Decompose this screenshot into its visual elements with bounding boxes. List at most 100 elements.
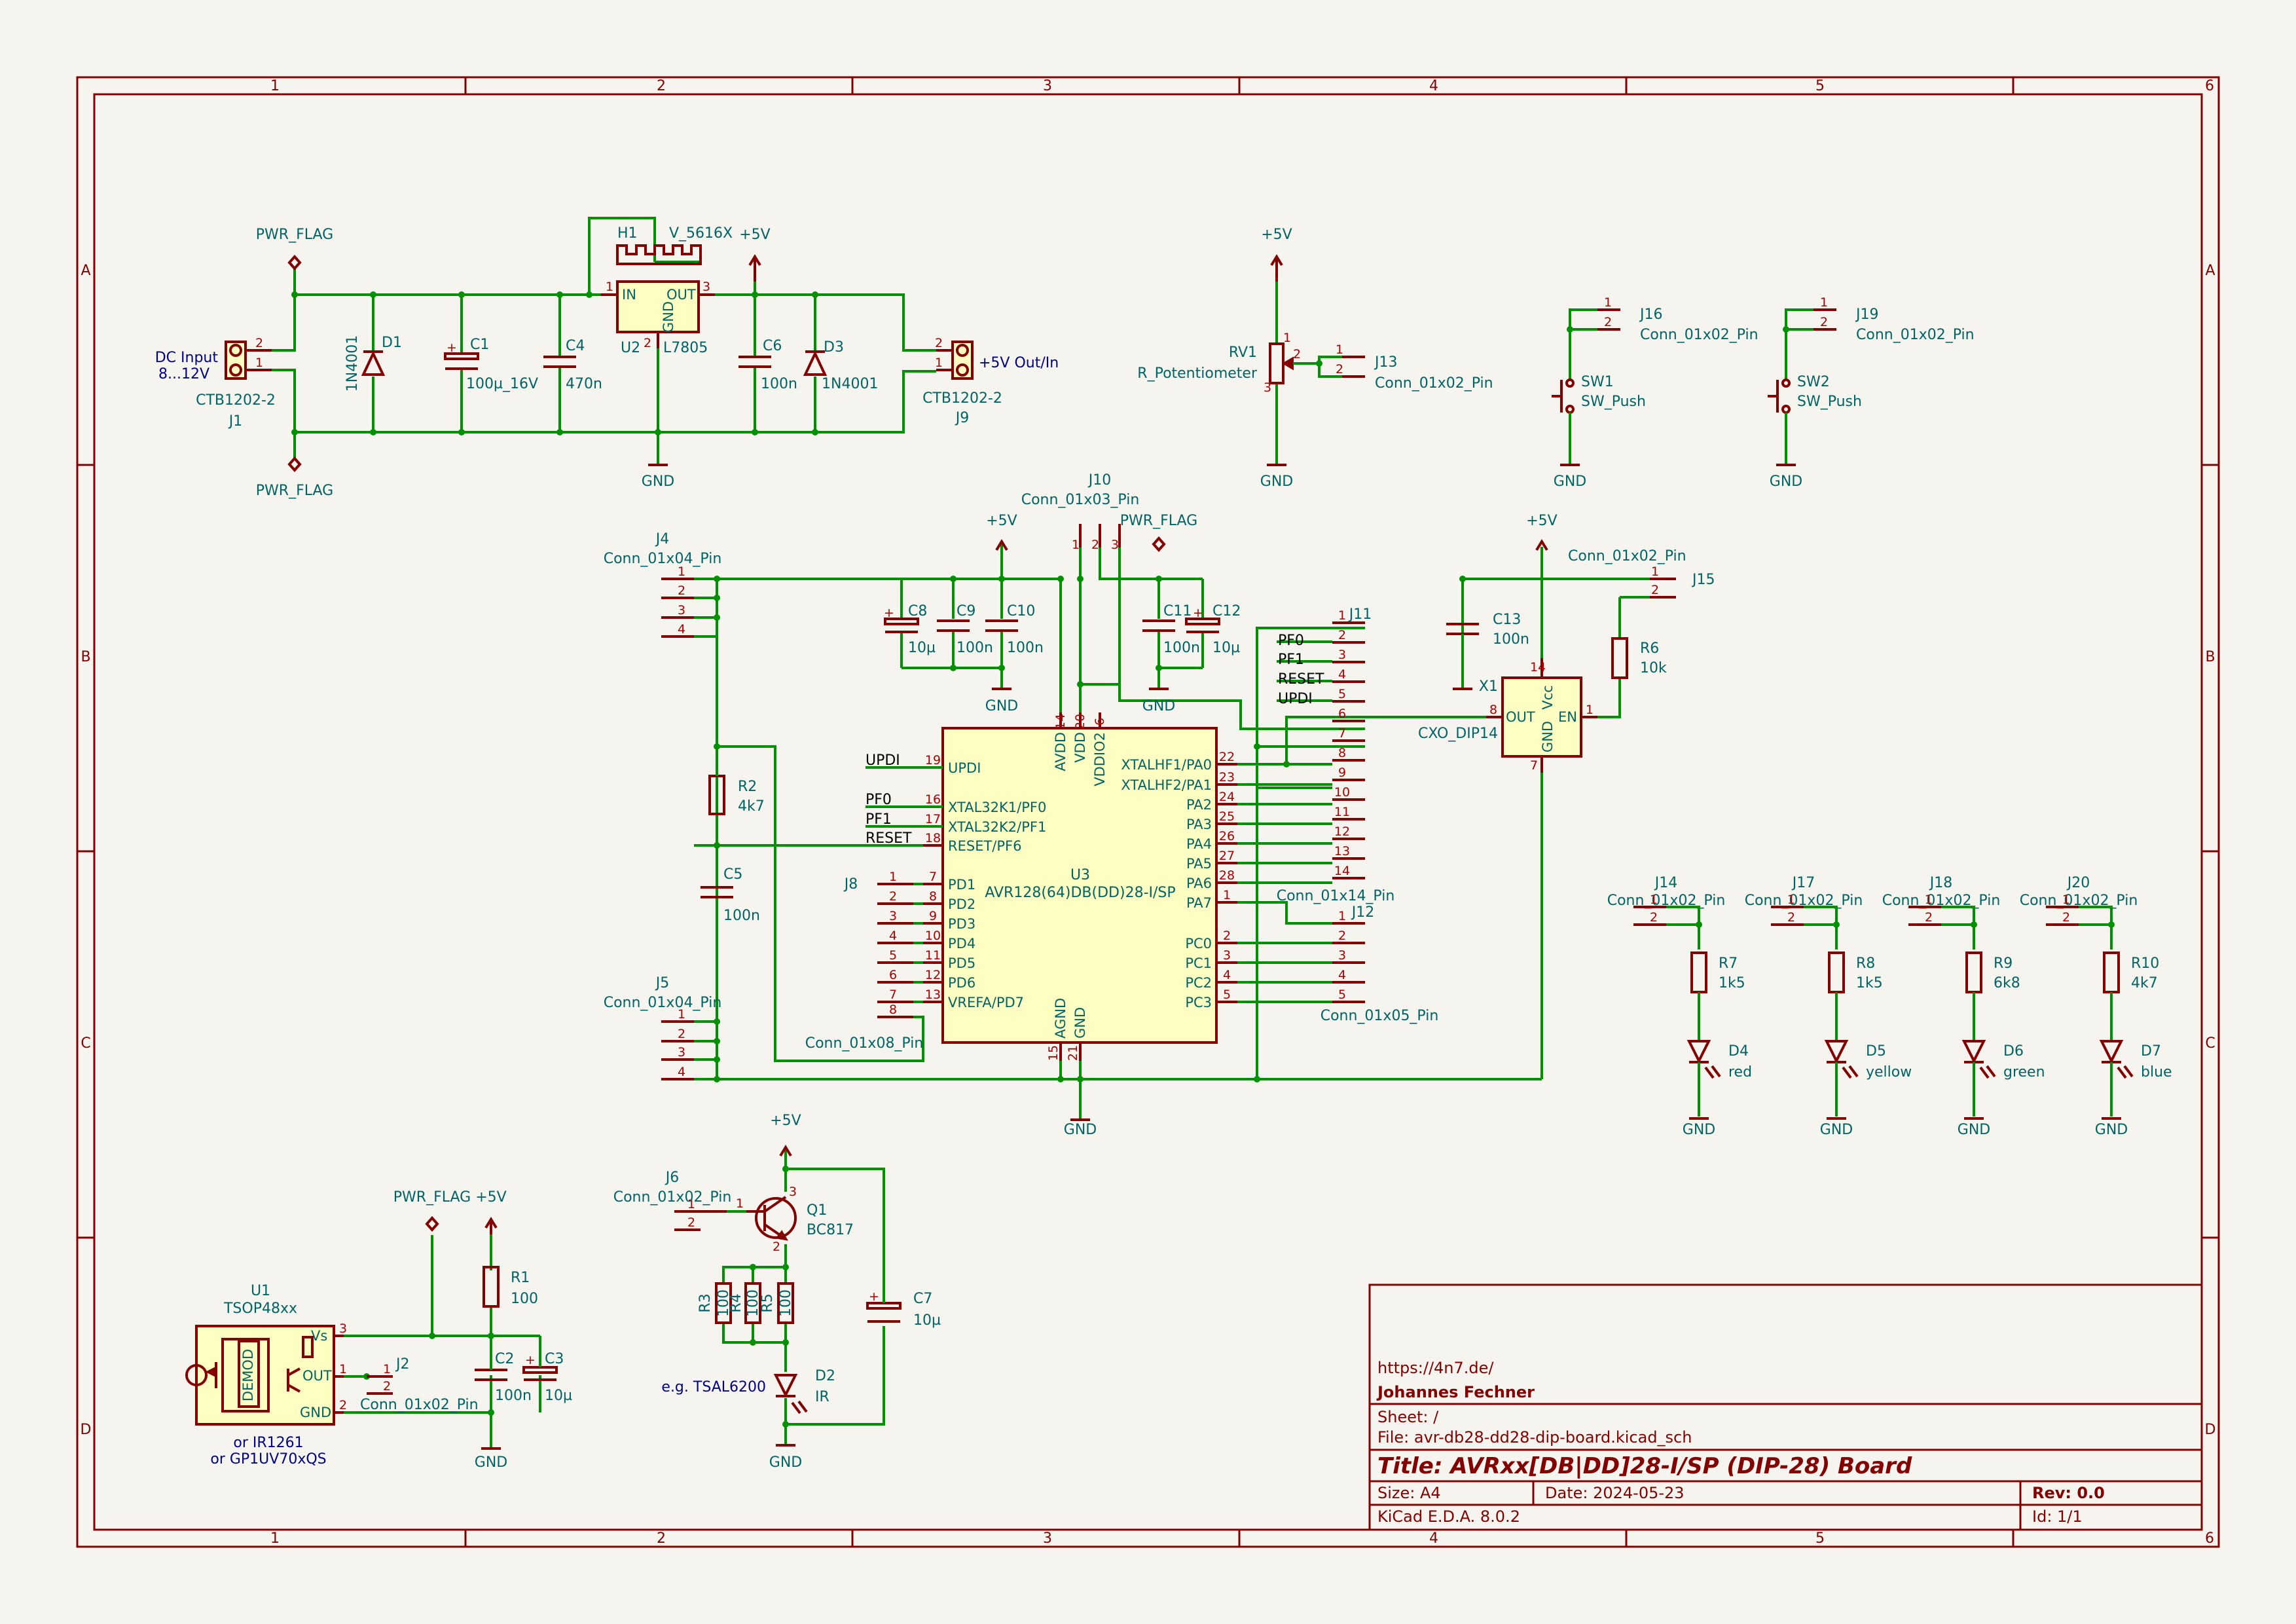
d3-diode: D3 1N4001 bbox=[803, 295, 878, 432]
j19-value: Conn_01x02_Pin bbox=[1856, 327, 1975, 343]
j5-ref: J5 bbox=[655, 975, 670, 991]
j11-net-updi: UPDI bbox=[1278, 691, 1313, 707]
j12-pin-number: 4 bbox=[1338, 968, 1346, 982]
pwr-flag-symbol: PWR_FLAG bbox=[393, 1189, 471, 1232]
svg-text:1: 1 bbox=[1336, 342, 1343, 357]
gnd-symbol: GND bbox=[1770, 464, 1802, 490]
d6-value: green bbox=[2003, 1064, 2045, 1080]
u3-pin-number: 16 bbox=[925, 792, 941, 807]
q1-ref: Q1 bbox=[807, 1202, 827, 1219]
r2-resistor: R2 4k7 bbox=[708, 747, 765, 815]
u3-pin-number: 15 bbox=[1046, 1045, 1061, 1061]
grid-col-4-bottom: 4 bbox=[1429, 1530, 1438, 1547]
j9-terminal-block: 21 +5V Out/In CTB1202-2 J9 bbox=[922, 336, 1059, 426]
j6-value: Conn_01x02_Pin bbox=[613, 1189, 732, 1206]
u3-pin-name: PA3 bbox=[1186, 817, 1212, 832]
u1-ir-receiver: DEMOD 312 Vs OUT GND U1 TSOP48xx or IR12… bbox=[185, 1283, 347, 1467]
gnd-label: GND bbox=[642, 473, 674, 490]
r10-value: 4k7 bbox=[2131, 975, 2158, 991]
r6-ref: R6 bbox=[1640, 640, 1659, 657]
svg-text:1: 1 bbox=[678, 564, 685, 579]
j5-header: 12 34 J5 Conn_01x04_Pin bbox=[604, 975, 721, 1080]
grid-col-2-top: 2 bbox=[657, 78, 666, 94]
svg-text:2: 2 bbox=[1336, 362, 1343, 377]
u3-pin-number: 6 bbox=[1093, 718, 1107, 726]
dc-range-note: 8...12V bbox=[158, 366, 210, 382]
u1-value: TSOP48xx bbox=[223, 1301, 297, 1317]
u3-pin-name: PC2 bbox=[1185, 975, 1212, 991]
j8-pin-number: 4 bbox=[889, 929, 897, 943]
gnd-label: GND bbox=[1820, 1122, 1853, 1138]
j11-pin-number: 9 bbox=[1338, 766, 1346, 780]
ir-receiver-section: PWR_FLAG +5V R1 100 C2 100n + C3 1 bbox=[185, 1189, 572, 1471]
u3-pin-name: VDD bbox=[1072, 732, 1088, 763]
j13-value: Conn_01x02_Pin bbox=[1375, 375, 1493, 392]
j15-header: 12 J15 Conn_01x02_Pin bbox=[1568, 548, 1715, 599]
grid-col-2-bottom: 2 bbox=[657, 1530, 666, 1547]
svg-text:3: 3 bbox=[789, 1185, 797, 1199]
out-label-note: +5V Out/In bbox=[979, 355, 1059, 371]
u1-pin-vs: Vs bbox=[311, 1328, 327, 1344]
x1-pin-out: OUT bbox=[1506, 709, 1535, 725]
j11-pin-number: 10 bbox=[1334, 785, 1350, 800]
r1-ref: R1 bbox=[511, 1270, 530, 1286]
c8-capacitor: + C8 10µ bbox=[884, 603, 936, 656]
x1-ref: X1 bbox=[1479, 678, 1498, 695]
sw2-value: SW_Push bbox=[1797, 394, 1862, 410]
sw1-ref: SW1 bbox=[1581, 374, 1614, 390]
u3-pin-name: AGND bbox=[1053, 998, 1068, 1039]
gnd-symbol: GND bbox=[985, 688, 1018, 714]
j11-pin-number: 14 bbox=[1334, 864, 1350, 878]
j11-pin-number: 6 bbox=[1338, 707, 1346, 721]
net-label-pf0: PF0 bbox=[866, 792, 892, 808]
u3-pin-number: 2 bbox=[1223, 929, 1231, 943]
title-block-tool: KiCad E.D.A. 8.0.2 bbox=[1377, 1507, 1520, 1526]
j6-header: 12 J6 Conn_01x02_Pin bbox=[613, 1170, 732, 1231]
j10-value: Conn_01x03_Pin bbox=[1021, 492, 1140, 508]
r6-value: 10k bbox=[1640, 660, 1667, 676]
c11-capacitor: C11 100n bbox=[1142, 603, 1200, 656]
svg-text:+: + bbox=[525, 1353, 536, 1367]
svg-text:8: 8 bbox=[1489, 703, 1497, 717]
c10-value: 100n bbox=[1007, 640, 1044, 656]
u3-pin-name: PC3 bbox=[1185, 995, 1212, 1010]
pin-number: 1 bbox=[1925, 893, 1933, 907]
svg-text:2: 2 bbox=[678, 583, 685, 598]
gnd-label: GND bbox=[985, 698, 1018, 714]
svg-text:+: + bbox=[869, 1289, 879, 1304]
gnd-label: GND bbox=[1958, 1122, 1990, 1138]
potentiometer-section: +5V 123 RV1 R_Potentiometer 12 J13 Conn_… bbox=[1137, 227, 1493, 490]
c6-ref: C6 bbox=[763, 338, 782, 354]
r7-ref: R7 bbox=[1719, 955, 1738, 972]
u3-pin-number: 23 bbox=[1219, 770, 1235, 784]
svg-text:1: 1 bbox=[339, 1362, 347, 1376]
gnd-label: GND bbox=[1770, 473, 1802, 490]
gnd-symbol: GND bbox=[475, 1447, 507, 1471]
c6-value: 100n bbox=[761, 376, 797, 392]
sheet-frame: 1 2 3 4 5 6 1 2 3 4 5 6 A B C D A B C D bbox=[76, 76, 2220, 1548]
r6-resistor: R6 10k bbox=[1611, 637, 1667, 679]
pin-number: 1 bbox=[2062, 893, 2070, 907]
u3-pin-number: 27 bbox=[1219, 849, 1235, 863]
v5-label: +5V bbox=[475, 1189, 506, 1206]
u3-pin-name: UPDI bbox=[948, 760, 981, 776]
r10-ref: R10 bbox=[2131, 955, 2159, 972]
u3-pin-number: 26 bbox=[1219, 829, 1235, 843]
svg-text:1: 1 bbox=[1604, 295, 1612, 310]
c1-ref: C1 bbox=[470, 337, 489, 353]
c3-ref: C3 bbox=[545, 1351, 564, 1367]
c11-ref: C11 bbox=[1163, 603, 1192, 619]
u3-pin-number: 4 bbox=[1223, 968, 1231, 982]
v5-symbol: +5V bbox=[1261, 227, 1292, 282]
v5-symbol: +5V bbox=[475, 1189, 507, 1234]
net-label-reset: RESET bbox=[866, 830, 912, 847]
gnd-symbol: GND bbox=[1064, 1118, 1097, 1138]
net-label-pf1: PF1 bbox=[866, 811, 892, 828]
c2-ref: C2 bbox=[495, 1351, 514, 1367]
svg-text:3: 3 bbox=[678, 1045, 685, 1060]
u2-value: L7805 bbox=[663, 340, 708, 356]
svg-text:1: 1 bbox=[678, 1007, 685, 1022]
